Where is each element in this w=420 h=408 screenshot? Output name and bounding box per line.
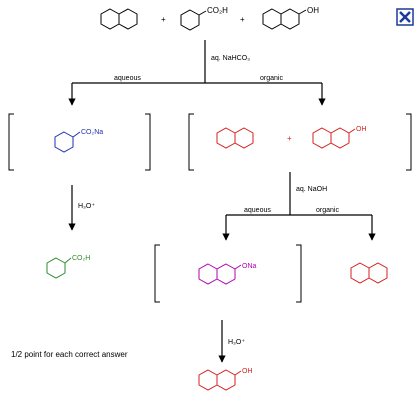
2-naphthol-organic-1 — [312, 127, 356, 149]
layer-label-aqueous-2: aqueous — [244, 207, 271, 214]
naphthalene-organic-1 — [216, 127, 254, 149]
reagent-nahco3: aq. NaHCO₃ — [211, 55, 250, 62]
starting-benzoic-acid — [180, 9, 207, 31]
co2h-group-green: CO₂H — [72, 255, 90, 262]
bracket-aqueous-1 — [8, 113, 151, 171]
co2h-group: CO₂H — [207, 6, 228, 15]
bracket-organic-1 — [188, 113, 412, 171]
co2na-group: CO₂Na — [81, 129, 103, 136]
oh-group-product: OH — [242, 368, 253, 375]
2-naphthol-product — [198, 369, 242, 391]
starting-naphthalene — [100, 8, 138, 30]
plus-sign-red: + — [287, 134, 292, 143]
ona-group: ONa — [242, 263, 257, 270]
oh-group: OH — [307, 6, 319, 15]
grading-note: 1/2 point for each correct answer — [11, 350, 128, 359]
plus-sign: + — [161, 15, 166, 24]
benzoic-acid-product — [46, 257, 72, 279]
layer-label-organic: organic — [260, 75, 283, 82]
starting-2-naphthol — [262, 8, 307, 30]
layer-label-aqueous: aqueous — [114, 75, 141, 82]
sodium-benzoate — [54, 131, 81, 153]
sodium-naphthoxide — [198, 263, 242, 285]
reagent-naoh: aq. NaOH — [296, 186, 327, 193]
close-x-icon[interactable] — [396, 8, 414, 26]
reagent-h3o-1: H₃O⁺ — [78, 203, 95, 210]
layer-label-organic-2: organic — [316, 207, 339, 214]
naphthalene-product — [350, 262, 388, 284]
plus-sign: + — [240, 15, 245, 24]
bracket-aqueous-2 — [154, 244, 302, 303]
oh-group-red: OH — [356, 126, 367, 133]
reagent-h3o-2: H₃O⁺ — [228, 339, 245, 346]
